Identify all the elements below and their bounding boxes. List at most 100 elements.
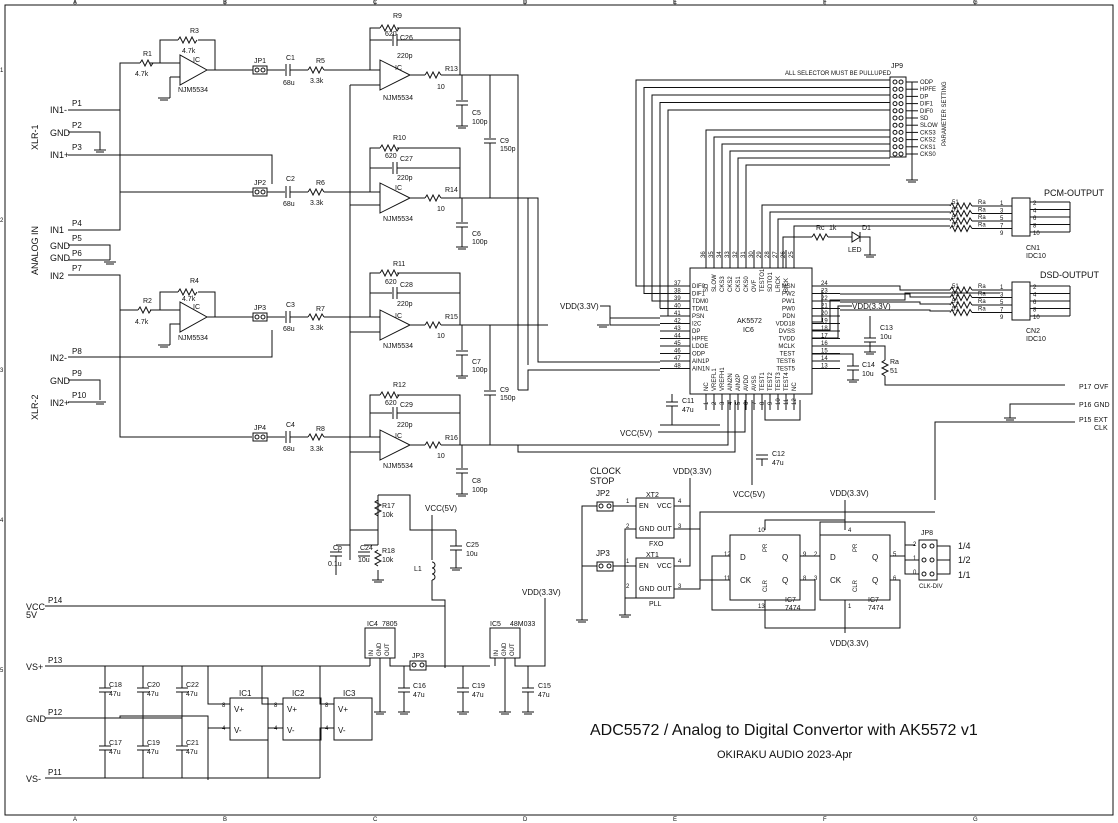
jp9-param-label[interactable]: CKS1: [920, 145, 936, 151]
ff-num: 5: [893, 552, 897, 558]
adc-pin-name: PW2: [782, 292, 796, 298]
r-label: R14: [445, 187, 458, 194]
jp9-param-label[interactable]: DIF1: [920, 102, 934, 108]
r-value: 51: [952, 292, 959, 298]
jp9-param-label[interactable]: HPFE: [920, 87, 936, 93]
jumper-label: JP3: [596, 549, 610, 558]
c-value: 10u: [880, 334, 892, 341]
jumper-label: JP2: [254, 180, 266, 187]
cn-pin-num: 9: [1000, 231, 1004, 237]
adc-pin-num: 30: [749, 251, 755, 258]
r-label: R15: [445, 314, 458, 321]
pin-label: P4: [72, 219, 82, 228]
c-label: C22: [186, 682, 199, 689]
cn-pin-num: 3: [1000, 293, 1004, 299]
cn-pin-num: 3: [1000, 209, 1004, 215]
jp9-param-label[interactable]: CKS0: [920, 152, 936, 158]
jp9-param-label[interactable]: CKS2: [920, 138, 936, 144]
ff-pin: Q: [872, 576, 878, 585]
r-label: R7: [316, 306, 325, 313]
jp9-param-label[interactable]: SD: [920, 116, 929, 122]
adc-pin-name: PSN: [692, 314, 704, 320]
adc-pin-num: 43: [674, 326, 681, 332]
ff-num: 9: [803, 552, 807, 558]
bus-line: [643, 87, 890, 294]
adc-pin-num: 38: [674, 289, 681, 295]
jp9-param-label[interactable]: DIF0: [920, 109, 934, 115]
jp9-pin: [898, 137, 904, 143]
col-label: E: [673, 817, 677, 823]
bus-line: [840, 285, 950, 291]
jp9-pin: [898, 129, 904, 135]
c-value: 47u: [147, 691, 159, 698]
adc-pin-name: SDTO1: [768, 271, 774, 292]
adc-pin-name: ODP: [692, 352, 705, 358]
bus-line: [777, 218, 950, 250]
c-value: 47u: [147, 749, 159, 756]
pin-name: V+: [287, 705, 297, 714]
r-value: 620: [385, 279, 397, 286]
c-label: C9: [500, 138, 509, 145]
front-end: IC NJM5534 R1 4.7k R3 4.7k IC NJM5534 R2…: [135, 13, 736, 560]
series-resistor: [949, 216, 973, 226]
col-label: B: [223, 817, 227, 823]
r-label: Ra: [978, 215, 986, 221]
opamp-part-label: NJM5534: [383, 343, 413, 350]
cn-pin-num: 6: [1033, 216, 1037, 222]
adc-pin-name: VREFL1: [712, 368, 718, 391]
ic-label: IC: [395, 433, 402, 440]
pin-num: 1: [626, 499, 630, 505]
r-value: 10k: [382, 512, 394, 519]
series-resistor: [949, 308, 973, 317]
adc-pin-num: 34: [717, 251, 723, 258]
c-value: 47u: [682, 407, 694, 414]
c-value: 150p: [500, 146, 516, 153]
adc-top-pins: 36SD35SLOW34CKS333CKS232CKS131CKS030OVF2…: [635, 79, 950, 317]
series-resistor: [949, 293, 973, 302]
vs-label: VS+: [26, 662, 43, 672]
adc-pin-num: 44: [674, 334, 681, 340]
adc-pin-num: 42: [674, 319, 681, 325]
opamp-part-label: NJM5534: [178, 335, 208, 342]
flipflop-a: [729, 534, 801, 601]
jumper-label: JP3: [254, 305, 266, 312]
pin-name: V-: [234, 726, 242, 735]
jp9-param-label[interactable]: ODP: [920, 80, 933, 86]
bias-network: R17 10k R18 10k Cp 0.1u C24 10u VCC(5V) …: [328, 494, 479, 668]
ff-num: 1: [848, 604, 852, 610]
c-value: 150p: [500, 395, 516, 402]
ff-num: 3: [814, 576, 818, 582]
ic-label: IC: [193, 57, 200, 64]
adc-pin-name: PW1: [782, 299, 796, 305]
bus-line: [840, 293, 950, 298]
c-label: C12: [772, 451, 785, 458]
jp9-param-label[interactable]: SLOW: [920, 123, 938, 129]
power-section: VCC 5V VS+ GND VS- P14 P13 P12 P11 C1847…: [26, 588, 561, 784]
pin-name: V-: [338, 726, 346, 735]
vdd-label: VDD(3.3V): [830, 639, 869, 648]
pin-num: 2: [626, 524, 630, 530]
ic-part: 7474: [785, 605, 801, 612]
ff-num: 13: [758, 604, 765, 610]
jp9-header: [889, 76, 907, 158]
c-label: C8: [472, 478, 481, 485]
series-resistor: [949, 209, 973, 218]
adc-pin-name: DP: [692, 329, 700, 335]
adc-pin-num: 6: [744, 401, 750, 405]
ff-pin: D: [740, 553, 746, 562]
c-label: C27: [400, 156, 413, 163]
pll-label: PLL: [649, 601, 662, 608]
pin-num: 2: [913, 542, 917, 548]
adc-pin-num: 13: [821, 364, 828, 370]
c-value: 68u: [283, 326, 295, 333]
jp9-param-label[interactable]: CKS3: [920, 130, 936, 136]
pin-num: 8: [325, 703, 329, 709]
pin-label: P8: [72, 347, 82, 356]
opamp-part-label: NJM5534: [383, 95, 413, 102]
ic-part: 7805: [382, 621, 398, 628]
jp9-param-label[interactable]: DP: [920, 94, 928, 100]
adc-pin-num: 12: [792, 398, 798, 405]
ff-num: 12: [724, 552, 731, 558]
col-label: F: [823, 817, 827, 823]
r-label: Ra: [978, 307, 986, 313]
